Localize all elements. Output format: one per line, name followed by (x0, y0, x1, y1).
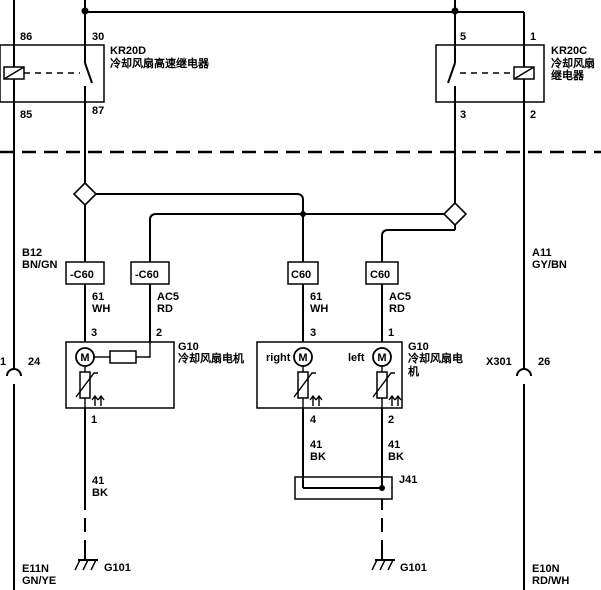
motor-g10-left: 3 2 1 M G10 冷却风扇电机 (65, 327, 244, 426)
wire-b12-code: B12 (22, 247, 42, 259)
edge-wires: B12 BN/GN A11 GY/BN 1 24 X301 26 E11N GN… (0, 102, 569, 590)
wire-e11n-code: E11N (22, 563, 49, 575)
motor-right-label-right: right (266, 352, 291, 364)
wire-e10n-color: RD/WH (532, 575, 569, 587)
ground-symbol-left: G101 (74, 554, 131, 574)
kr20c-id: KR20C (551, 45, 587, 57)
wire-w1-code: 61 (92, 291, 104, 303)
ground-wiring: 41 BK 41 BK 41 BK J41 (84, 408, 417, 554)
wire-b12-color: BN/GN (22, 259, 58, 271)
wire-g2-code: 41 (310, 439, 322, 451)
left-edge-pin-clip: 1 (0, 356, 6, 368)
left-edge-pin-24: 24 (28, 356, 41, 368)
wire-w2-color: RD (157, 303, 173, 315)
ground-g101-right: G101 (400, 562, 427, 574)
wire-g1-color: BK (92, 487, 108, 499)
motor-right-m2-symbol: M (377, 352, 386, 364)
connector-x301-pin: 26 (538, 356, 550, 368)
wire-a11-color: GY/BN (532, 259, 567, 271)
kr20d-pin-85: 85 (20, 109, 32, 121)
wire-w2-code: AC5 (157, 291, 179, 303)
wire-g2-color: BK (310, 451, 326, 463)
motor-right-id: G10 (408, 341, 429, 353)
motor-left-name: 冷却风扇电机 (178, 351, 244, 365)
wire-g3-code: 41 (388, 439, 400, 451)
kr20d-pin-86: 86 (20, 31, 32, 43)
top-bus (13, 0, 525, 45)
motor-right-m1-symbol: M (298, 352, 307, 364)
motor-g10-right: 3 1 4 2 right left M M G10 冷却风扇电 机 (256, 327, 463, 426)
connector-c60-4: C60 (370, 269, 390, 281)
wire-w3-code: 61 (310, 291, 322, 303)
connectors-c60: -C60 -C60 C60 C60 (65, 261, 399, 285)
ground-g101-left: G101 (104, 562, 131, 574)
kr20c-pin-5: 5 (460, 31, 466, 43)
motor-left-pin-2: 2 (156, 327, 162, 339)
motor-left-pin-1: 1 (91, 414, 97, 426)
middle-wiring (72, 102, 468, 262)
kr20d-id: KR20D (110, 45, 146, 57)
connector-c60-1: -C60 (70, 269, 94, 281)
wire-w1-color: WH (92, 303, 110, 315)
wire-w4-color: RD (389, 303, 405, 315)
wire-e10n-code: E10N (532, 563, 560, 575)
wire-g3-color: BK (388, 451, 404, 463)
connector-c60-2: -C60 (135, 269, 159, 281)
motor-right-pin-3: 3 (310, 327, 316, 339)
kr20c-pin-2: 2 (530, 109, 536, 121)
motor-left-m-symbol: M (80, 352, 89, 364)
wire-a11-code: A11 (532, 247, 552, 259)
motor-right-name-line2: 机 (408, 364, 419, 378)
kr20d-name: 冷却风扇高速继电器 (110, 56, 210, 70)
wire-g1-code: 41 (92, 475, 104, 487)
motor-left-pin-3: 3 (91, 327, 97, 339)
motor-right-pin-1: 1 (388, 327, 394, 339)
kr20c-pin-1: 1 (530, 31, 536, 43)
ground-symbol-right: G101 (371, 554, 427, 574)
relay-kr20d: 86 30 85 87 KR20D 冷却风扇高速继电器 (0, 31, 210, 121)
relay-kr20c: 5 1 3 2 KR20C 冷却风扇 继电器 (435, 31, 595, 121)
motor-right-label-left: left (348, 352, 365, 364)
wire-w3-color: WH (310, 303, 328, 315)
connector-c60-3: C60 (291, 269, 311, 281)
connector-x301-id: X301 (486, 356, 512, 368)
motor-right-pin-2: 2 (388, 414, 394, 426)
kr20c-pin-3: 3 (460, 109, 466, 121)
junction-j41: J41 (399, 474, 417, 486)
motor-right-name-line1: 冷却风扇电 (408, 351, 463, 365)
motor-right-pin-4: 4 (310, 414, 317, 426)
kr20d-pin-30: 30 (92, 31, 104, 43)
wire-e11n-color: GN/YE (22, 575, 56, 587)
kr20d-pin-87: 87 (92, 105, 104, 117)
motor-left-id: G10 (178, 341, 199, 353)
wire-w4-code: AC5 (389, 291, 411, 303)
kr20c-name-line1: 冷却风扇 (551, 56, 595, 70)
kr20c-name-line2: 继电器 (551, 68, 585, 82)
